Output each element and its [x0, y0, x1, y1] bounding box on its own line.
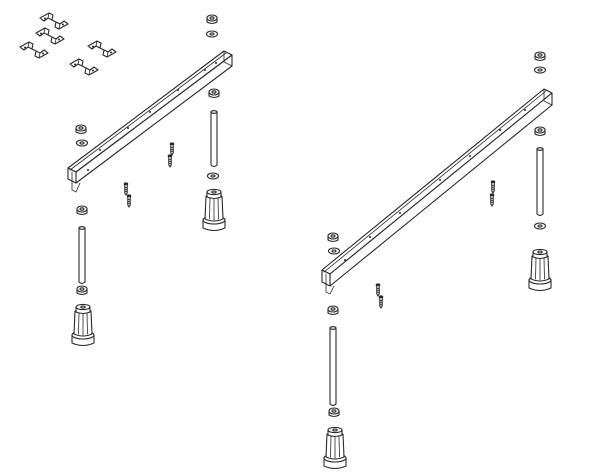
screw — [123, 181, 129, 196]
washer — [533, 66, 547, 74]
nut — [534, 51, 546, 62]
nut — [534, 126, 546, 137]
threaded-rod — [78, 226, 86, 285]
adjustable-foot — [323, 426, 347, 470]
nut — [76, 205, 88, 216]
screw — [167, 153, 173, 168]
nut — [328, 407, 340, 418]
mounting-clip — [69, 58, 99, 76]
nut — [206, 14, 218, 25]
threaded-rod — [329, 326, 337, 407]
mounting-clips — [19, 12, 117, 76]
right-assembly — [321, 51, 553, 470]
screw — [489, 192, 495, 207]
screw — [378, 294, 384, 309]
washer — [75, 139, 89, 147]
channel-rail — [321, 88, 553, 295]
adjustable-foot — [202, 188, 226, 232]
nut — [76, 285, 88, 296]
adjustable-foot — [528, 248, 552, 292]
channel-rail — [67, 50, 233, 193]
screw — [490, 179, 496, 194]
screw — [169, 141, 175, 156]
threaded-rod — [536, 147, 544, 217]
left-assembly — [67, 14, 233, 347]
washer — [205, 30, 219, 38]
nut — [327, 232, 339, 243]
mounting-clip — [19, 41, 49, 59]
washer — [533, 222, 547, 230]
adjustable-foot — [71, 303, 95, 347]
nut — [327, 305, 339, 316]
nut — [75, 124, 87, 135]
threaded-rod — [210, 110, 218, 168]
screw — [375, 282, 381, 297]
washer — [206, 172, 220, 180]
mounting-clip — [39, 12, 69, 30]
washer — [327, 247, 341, 255]
mounting-clip — [87, 40, 117, 58]
mounting-clip — [35, 27, 65, 45]
screw — [126, 193, 132, 208]
nut — [208, 88, 220, 99]
